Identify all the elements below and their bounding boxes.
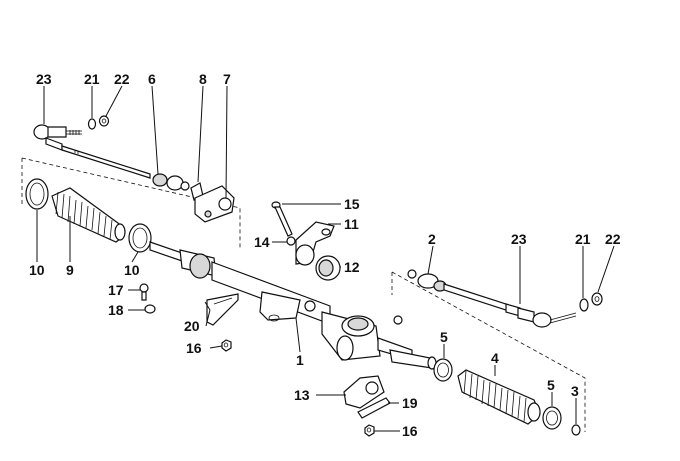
bolt-17 [139,283,149,301]
washer-14 [286,236,296,246]
bolt-15 [271,201,293,237]
callout-22-left: 22 [114,71,130,87]
clamp-10-left-inner [128,223,152,253]
washer-18 [144,304,156,314]
callout-22-right: 22 [605,231,621,247]
bracket-7 [194,185,235,223]
mounting-bracket-11 [295,221,335,266]
callout-23-right: 23 [511,231,527,247]
washer-21-right [579,298,589,312]
callout-2: 2 [428,231,436,247]
inner-tie-rod-2 [407,269,521,317]
callout-4: 4 [491,350,499,366]
right-tie-rod-end [517,307,577,328]
callout-16-upper: 16 [186,340,202,356]
callout-7: 7 [223,71,231,87]
callout-21-right: 21 [575,231,591,247]
callout-18: 18 [108,302,124,318]
right-assembly-outline [391,271,586,432]
nut-22-left [98,115,110,127]
leader-lines [36,85,615,432]
callout-16-lower: 16 [402,423,418,439]
callout-labels: 23 21 22 6 8 7 10 9 10 17 18 20 16 1 15 … [29,71,621,439]
callout-5-outer: 5 [547,377,555,393]
callout-23-left: 23 [36,71,52,87]
callout-10-right: 10 [124,262,140,278]
clamp-10-left-outer [25,178,49,210]
callout-12: 12 [344,259,360,275]
callout-3: 3 [571,383,579,399]
washer-21-left [87,118,97,130]
callout-19: 19 [402,395,418,411]
rubber-bushing-12 [315,255,341,281]
callout-9: 9 [66,262,74,278]
nut-16-upper [221,339,232,352]
nut-22-right [591,292,603,306]
callout-1: 1 [296,352,304,368]
callout-21-left: 21 [84,71,100,87]
clip-3 [571,424,581,436]
left-assembly-outline [21,157,241,248]
nut-16-lower [364,424,375,437]
bellows-boot-4 [457,369,541,425]
callout-8: 8 [199,71,207,87]
callout-6: 6 [148,71,156,87]
bellows-boot-9 [51,187,126,243]
bracket-13 [343,375,385,409]
inner-tie-rod-6 [45,137,190,191]
clamp-5-inner [433,358,453,382]
callout-15: 15 [344,196,360,212]
callout-13: 13 [294,387,310,403]
callout-20: 20 [184,318,200,334]
clamp-5-outer [542,406,562,430]
callout-14: 14 [254,234,270,250]
callout-11: 11 [344,216,359,232]
callout-10-left: 10 [29,262,45,278]
mounting-plate-20 [206,293,239,326]
callout-17: 17 [108,282,124,298]
steering-rack-housing-1 [149,241,437,370]
left-tie-rod-end [33,124,82,140]
callout-5-inner: 5 [440,329,448,345]
